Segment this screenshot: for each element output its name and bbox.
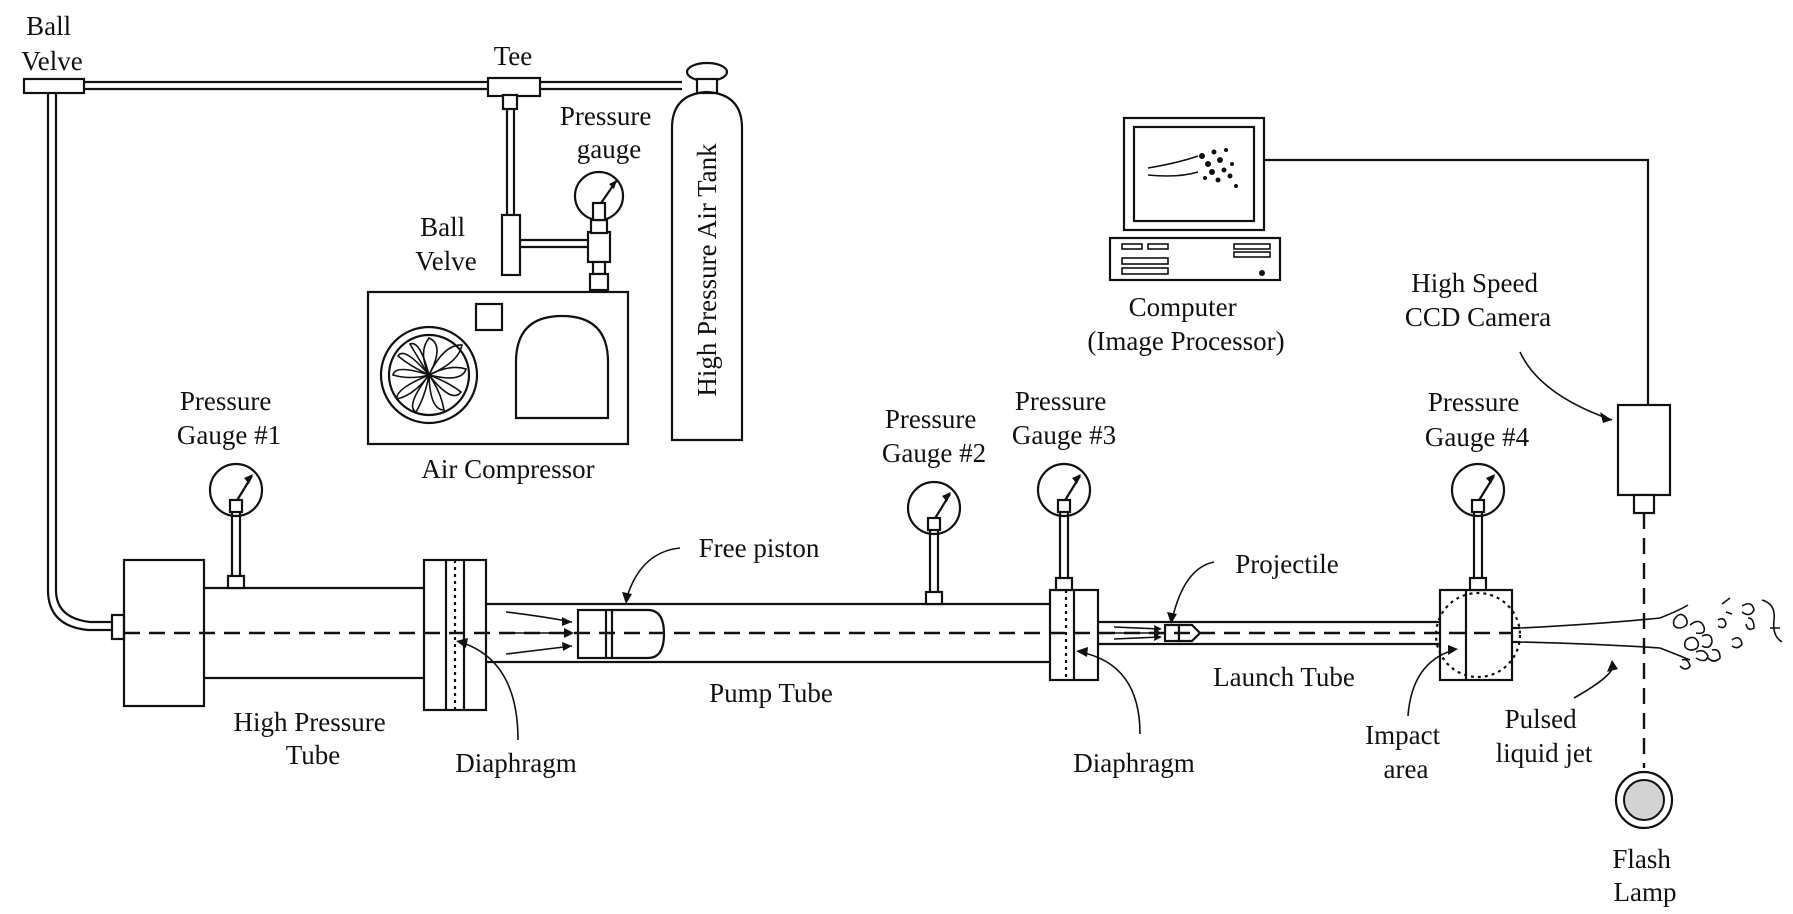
- label-air-tank: High Pressure Air Tank: [692, 143, 722, 397]
- label-diaphragm-1: Diaphragm: [455, 748, 576, 778]
- tee-fitting: [486, 76, 542, 98]
- label-ball-valve-top: Ball Velve: [21, 11, 82, 76]
- flash-lamp: [1614, 770, 1674, 830]
- label-gauge-3: Pressure Gauge #3: [1012, 386, 1116, 450]
- pressure-gauge-2: [906, 480, 962, 606]
- computer: [1108, 116, 1650, 405]
- label-gauge-4: Pressure Gauge #4: [1425, 387, 1530, 452]
- ball-valve-mid: [500, 213, 522, 277]
- air-tank: [670, 61, 744, 442]
- ccd-camera: [1519, 351, 1672, 768]
- supply-piping: [22, 76, 682, 632]
- label-pump-tube: Pump Tube: [709, 678, 833, 708]
- impact-chamber: [1438, 588, 1514, 682]
- label-impact-area: Impact area: [1365, 720, 1447, 784]
- air-compressor: [366, 290, 630, 446]
- label-launch-tube: Launch Tube: [1213, 662, 1355, 692]
- label-free-piston: Free piston: [699, 533, 820, 563]
- label-tee: Tee: [494, 41, 533, 71]
- label-ball-valve-mid: Ball Velve: [415, 212, 476, 276]
- flash-lamp-bulb: [1623, 779, 1665, 821]
- pressure-gauge-3: [1036, 462, 1092, 592]
- label-pressure-gauge-small: Pressure gauge: [560, 101, 658, 164]
- label-gauge-2: Pressure Gauge #2: [882, 404, 986, 468]
- pressure-gauge-4: [1450, 462, 1506, 592]
- pressure-gauge-1: [208, 462, 264, 590]
- label-diaphragm-2: Diaphragm: [1073, 748, 1194, 778]
- label-computer: Computer (Image Processor): [1087, 292, 1284, 356]
- label-projectile: Projectile: [1235, 549, 1338, 579]
- label-high-pressure-tube: High Pressure Tube: [234, 707, 393, 770]
- label-camera: High Speed CCD Camera: [1405, 268, 1551, 332]
- label-pulsed-jet: Pulsed liquid jet: [1496, 704, 1593, 768]
- label-flash-lamp: Flash Lamp: [1612, 844, 1677, 907]
- liquid-jet: [1519, 597, 1783, 670]
- leader-arrows: [456, 547, 1618, 741]
- high-pressure-tube: [110, 558, 488, 712]
- label-gauge-1: Pressure Gauge #1: [177, 386, 281, 450]
- pump-tube: [486, 588, 1100, 682]
- launch-tube: [1098, 588, 1522, 682]
- label-air-compressor: Air Compressor: [421, 454, 594, 484]
- ball-valve-top: [22, 77, 86, 95]
